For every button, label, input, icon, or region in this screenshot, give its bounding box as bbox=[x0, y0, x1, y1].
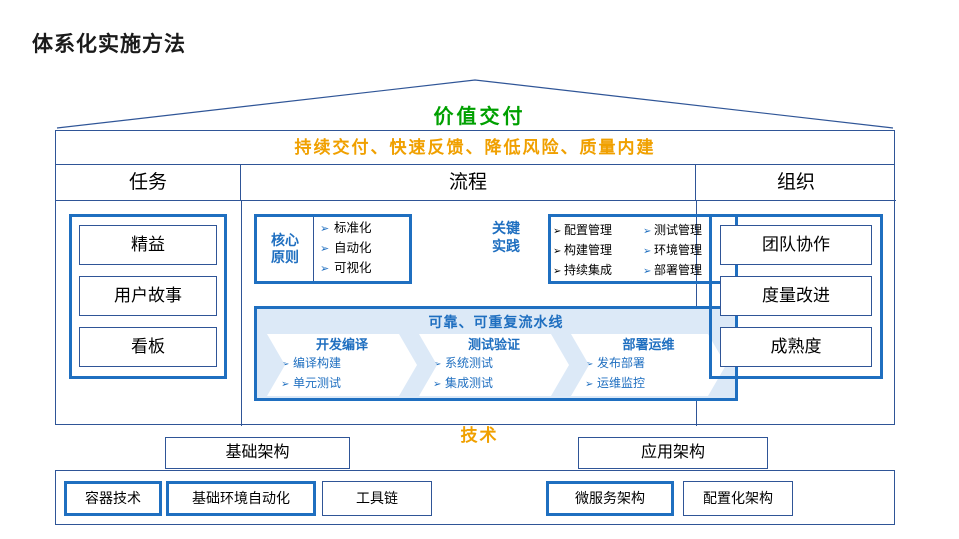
column-header-task: 任务 bbox=[56, 165, 241, 201]
practice-label: 持续集成 bbox=[564, 263, 613, 277]
column-divider-left bbox=[241, 201, 242, 426]
practice-item: ➢ 测试管理 bbox=[643, 221, 733, 241]
page-title: 体系化实施方法 bbox=[32, 33, 186, 56]
tech-chip-config-arch[interactable]: 配置化架构 bbox=[683, 481, 793, 516]
arrow-bullet-icon: ➢ bbox=[433, 359, 442, 370]
practice-item: ➢ 环境管理 bbox=[643, 241, 733, 261]
pipeline-stage-items: ➢ 系统测试 ➢ 集成测试 bbox=[419, 354, 569, 394]
main-framework: 持续交付、快速反馈、降低风险、质量内建 任务 流程 组织 精益 用户故事 看板 … bbox=[55, 130, 896, 426]
pipeline-stage-title: 开发编译 bbox=[315, 337, 368, 352]
arrow-bullet-icon: ➢ bbox=[320, 243, 330, 255]
pipeline-stage-item: ➢ 系统测试 bbox=[433, 354, 569, 374]
core-principles-label-line1: 核心 bbox=[271, 232, 299, 248]
pipeline-item-label: 系统测试 bbox=[445, 356, 494, 370]
practice-item: ➢ 部署管理 bbox=[643, 261, 733, 281]
pipeline-stage-items: ➢ 发布部署 ➢ 运维监控 bbox=[571, 354, 726, 394]
organization-group: 团队协作 度量改进 成熟度 bbox=[709, 214, 883, 379]
arrow-bullet-icon: ➢ bbox=[643, 226, 652, 237]
technology-label: 技术 bbox=[460, 426, 499, 445]
pipeline-stage-title: 测试验证 bbox=[467, 337, 520, 352]
practice-label: 配置管理 bbox=[564, 223, 613, 237]
pipeline-stage-dev[interactable]: 开发编译 ➢ 编译构建 ➢ 单元测试 bbox=[267, 334, 417, 396]
core-principles-group: 核心 原则 ➢ 标准化 ➢ 自动化 ➢ 可视化 bbox=[254, 214, 412, 284]
principle-label: 可视化 bbox=[334, 261, 372, 275]
practice-label: 部署管理 bbox=[654, 263, 703, 277]
org-item-collaboration[interactable]: 团队协作 bbox=[720, 225, 872, 265]
core-principles-items: ➢ 标准化 ➢ 自动化 ➢ 可视化 bbox=[314, 219, 409, 279]
arrow-bullet-icon: ➢ bbox=[281, 379, 290, 390]
core-principles-label-line2: 原则 bbox=[271, 249, 299, 265]
pipeline-stage-item: ➢ 编译构建 bbox=[281, 354, 417, 374]
principle-item: ➢ 标准化 bbox=[320, 219, 409, 239]
key-practices-label-line2: 实践 bbox=[492, 238, 520, 254]
practice-label: 环境管理 bbox=[654, 243, 703, 257]
pipeline-group: 可靠、可重复流水线 开发编译 ➢ 编译构建 ➢ 单元测试 测试验证 bbox=[254, 306, 738, 401]
column-header-flow: 流程 bbox=[241, 165, 696, 201]
arrow-bullet-icon: ➢ bbox=[281, 359, 290, 370]
pipeline-stage-deploy[interactable]: 部署运维 ➢ 发布部署 ➢ 运维监控 bbox=[571, 334, 726, 396]
infrastructure-architecture-box[interactable]: 基础架构 bbox=[165, 437, 350, 469]
arrow-bullet-icon: ➢ bbox=[553, 226, 562, 237]
pipeline-stages: 开发编译 ➢ 编译构建 ➢ 单元测试 测试验证 ➢ bbox=[257, 334, 735, 398]
tech-chip-container[interactable]: 容器技术 bbox=[64, 481, 162, 516]
arrow-bullet-icon: ➢ bbox=[320, 223, 330, 235]
task-item-kanban[interactable]: 看板 bbox=[79, 327, 217, 367]
tech-chip-toolchain[interactable]: 工具链 bbox=[322, 481, 432, 516]
pipeline-item-label: 编译构建 bbox=[293, 356, 342, 370]
key-practices-label-line1: 关键 bbox=[492, 220, 520, 236]
principle-item: ➢ 自动化 bbox=[320, 239, 409, 259]
task-item-lean[interactable]: 精益 bbox=[79, 225, 217, 265]
pipeline-title: 可靠、可重复流水线 bbox=[428, 314, 564, 330]
technology-foundation-frame: 容器技术 基础环境自动化 工具链 微服务架构 配置化架构 bbox=[55, 470, 895, 525]
key-practices-label: 关键 实践 bbox=[476, 219, 536, 255]
arrow-bullet-icon: ➢ bbox=[643, 266, 652, 277]
pipeline-item-label: 集成测试 bbox=[445, 376, 494, 390]
practice-item: ➢ 配置管理 bbox=[553, 221, 643, 241]
practice-item: ➢ 构建管理 bbox=[553, 241, 643, 261]
pipeline-stage-item: ➢ 集成测试 bbox=[433, 374, 569, 394]
principles-banner: 持续交付、快速反馈、降低风险、质量内建 bbox=[56, 131, 894, 165]
org-item-maturity[interactable]: 成熟度 bbox=[720, 327, 872, 367]
column-header-org: 组织 bbox=[696, 165, 896, 201]
value-delivery-label: 价值交付 bbox=[433, 106, 526, 128]
principle-label: 自动化 bbox=[334, 241, 372, 255]
pipeline-stage-item: ➢ 单元测试 bbox=[281, 374, 417, 394]
arrow-bullet-icon: ➢ bbox=[320, 263, 330, 275]
key-practices-right-column: ➢ 测试管理 ➢ 环境管理 ➢ 部署管理 bbox=[643, 221, 733, 277]
pipeline-stage-item: ➢ 运维监控 bbox=[585, 374, 726, 394]
principle-label: 标准化 bbox=[334, 221, 372, 235]
org-item-metrics[interactable]: 度量改进 bbox=[720, 276, 872, 316]
pipeline-stage-items: ➢ 编译构建 ➢ 单元测试 bbox=[267, 354, 417, 394]
arrow-bullet-icon: ➢ bbox=[553, 266, 562, 277]
arrow-bullet-icon: ➢ bbox=[553, 246, 562, 257]
pipeline-item-label: 发布部署 bbox=[597, 356, 646, 370]
task-group: 精益 用户故事 看板 bbox=[69, 214, 227, 379]
practice-label: 测试管理 bbox=[654, 223, 703, 237]
arrow-bullet-icon: ➢ bbox=[643, 246, 652, 257]
pipeline-stage-test[interactable]: 测试验证 ➢ 系统测试 ➢ 集成测试 bbox=[419, 334, 569, 396]
pipeline-stage-title: 部署运维 bbox=[622, 337, 675, 352]
arrow-bullet-icon: ➢ bbox=[585, 379, 594, 390]
core-principles-label: 核心 原则 bbox=[257, 217, 314, 281]
key-practices-group: ➢ 配置管理 ➢ 构建管理 ➢ 持续集成 ➢ 测试管理 ➢ 环境管理 ➢ bbox=[548, 214, 738, 284]
arrow-bullet-icon: ➢ bbox=[585, 359, 594, 370]
task-item-user-story[interactable]: 用户故事 bbox=[79, 276, 217, 316]
arrow-bullet-icon: ➢ bbox=[433, 379, 442, 390]
practice-label: 构建管理 bbox=[564, 243, 613, 257]
tech-chip-env-automation[interactable]: 基础环境自动化 bbox=[166, 481, 316, 516]
roof-shape bbox=[55, 78, 895, 130]
application-architecture-box[interactable]: 应用架构 bbox=[578, 437, 768, 469]
pipeline-item-label: 单元测试 bbox=[293, 376, 342, 390]
pipeline-item-label: 运维监控 bbox=[597, 376, 646, 390]
tech-chip-microservice[interactable]: 微服务架构 bbox=[546, 481, 674, 516]
pipeline-stage-item: ➢ 发布部署 bbox=[585, 354, 726, 374]
key-practices-left-column: ➢ 配置管理 ➢ 构建管理 ➢ 持续集成 bbox=[553, 221, 643, 277]
principle-item: ➢ 可视化 bbox=[320, 259, 409, 279]
practice-item: ➢ 持续集成 bbox=[553, 261, 643, 281]
